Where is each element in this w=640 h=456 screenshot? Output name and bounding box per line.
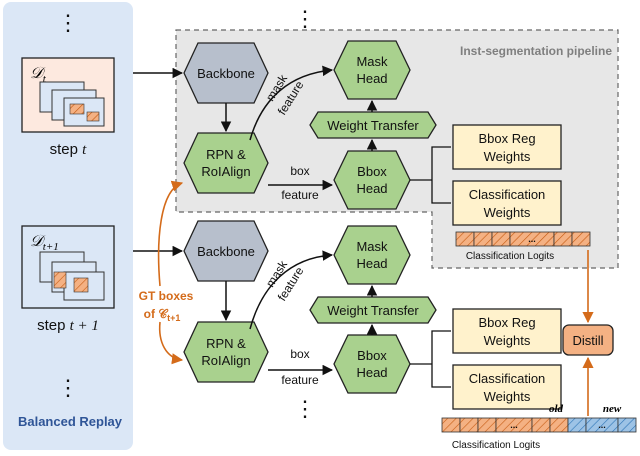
logits-old-label: old bbox=[549, 403, 564, 415]
logits-new-label: new bbox=[603, 403, 622, 415]
cls-weights-label1-top: Classification bbox=[469, 187, 546, 202]
logits-bar-top: ... bbox=[455, 231, 591, 247]
bbox-head-node-bottom bbox=[333, 334, 411, 394]
cls-weights-bottom bbox=[452, 364, 562, 410]
box-feature-label1-bottom: box bbox=[290, 347, 309, 361]
dataset-t1: 𝒟t+1 bbox=[21, 225, 115, 309]
replay-title: Balanced Replay bbox=[18, 414, 123, 429]
mask-head-node-bottom bbox=[333, 225, 411, 285]
distill-label: Distill bbox=[572, 333, 603, 348]
rpn-label2-bottom: RoIAlign bbox=[201, 353, 250, 368]
box-feature-label2-bottom: feature bbox=[281, 373, 319, 387]
dots-bottom-left: ⋮ bbox=[57, 375, 79, 400]
bbox-reg-label1-bottom: Bbox Reg bbox=[478, 315, 535, 330]
backbone-node-top bbox=[183, 42, 269, 104]
dots-top-pipeline: ⋮ bbox=[294, 6, 316, 31]
logits-ellipsis-new: ... bbox=[598, 420, 606, 430]
logits-bar-bottom: ... ... bbox=[441, 417, 637, 433]
dataset-t: 𝒟t bbox=[21, 57, 115, 133]
backbone-label-top: Backbone bbox=[197, 66, 255, 81]
gt-boxes-label2: of 𝒞t+1 bbox=[144, 307, 181, 323]
arrow-rpn-to-mask-top bbox=[249, 65, 334, 141]
bbox-reg-weights-bottom bbox=[452, 308, 562, 354]
dataset-t-symbol: 𝒟t bbox=[30, 65, 47, 85]
cls-weights-top bbox=[452, 180, 562, 226]
bbox-head-label2-top: Head bbox=[356, 181, 387, 196]
bbox-reg-label2-top: Weights bbox=[484, 149, 531, 164]
rpn-label1-top: RPN & bbox=[206, 147, 246, 162]
weight-transfer-label-top: Weight Transfer bbox=[327, 118, 419, 133]
cls-weights-label2-bottom: Weights bbox=[484, 389, 531, 404]
dataset-t1-symbol: 𝒟t+1 bbox=[30, 233, 59, 253]
bbox-reg-weights-top bbox=[452, 124, 562, 170]
rpn-node-bottom bbox=[183, 321, 269, 383]
weight-transfer-node-bottom bbox=[309, 296, 437, 324]
box-feature-label1-top: box bbox=[290, 164, 309, 178]
mask-head-label1-top: Mask bbox=[356, 54, 388, 69]
logits-label-top: Classification Logits bbox=[466, 251, 554, 262]
cls-weights-label2-top: Weights bbox=[484, 205, 531, 220]
bracket-bbox-to-weights-top bbox=[410, 146, 451, 204]
mask-head-node-top bbox=[333, 40, 411, 100]
bbox-head-node-top bbox=[333, 150, 411, 210]
mask-head-label2-top: Head bbox=[356, 71, 387, 86]
rpn-label2-top: RoIAlign bbox=[201, 164, 250, 179]
dots-top-left: ⋮ bbox=[57, 10, 79, 35]
rpn-node-top bbox=[183, 132, 269, 194]
backbone-label-bottom: Backbone bbox=[197, 244, 255, 259]
logits-ellipsis-top: ... bbox=[528, 234, 536, 244]
step-t-label: step t bbox=[50, 141, 88, 158]
weight-transfer-label-bottom: Weight Transfer bbox=[327, 303, 419, 318]
rpn-label1-bottom: RPN & bbox=[206, 336, 246, 351]
bbox-reg-label1-top: Bbox Reg bbox=[478, 131, 535, 146]
arrow-rpn-to-mask-bottom bbox=[249, 250, 334, 330]
mask-head-label2-bottom: Head bbox=[356, 256, 387, 271]
bbox-reg-label2-bottom: Weights bbox=[484, 333, 531, 348]
bbox-head-label2-bottom: Head bbox=[356, 365, 387, 380]
cls-weights-label1-bottom: Classification bbox=[469, 371, 546, 386]
dots-bottom-pipeline: ⋮ bbox=[294, 396, 316, 421]
bbox-head-label1-bottom: Bbox bbox=[357, 348, 387, 363]
gt-boxes-label1: GT boxes bbox=[139, 289, 194, 303]
box-feature-label2-top: feature bbox=[281, 188, 319, 202]
gt-arrow-bottom bbox=[158, 321, 184, 365]
pipeline-title: Inst-segmentation pipeline bbox=[460, 44, 612, 58]
logits-ellipsis-old: ... bbox=[510, 420, 518, 430]
step-t1-label: step t + 1 bbox=[37, 317, 99, 334]
backbone-node-bottom bbox=[183, 220, 269, 282]
bracket-bbox-to-weights-bottom bbox=[410, 330, 451, 388]
mask-head-label1-bottom: Mask bbox=[356, 239, 388, 254]
weight-transfer-node-top bbox=[309, 111, 437, 139]
logits-label-bottom: Classification Logits bbox=[452, 440, 540, 451]
distill-node bbox=[562, 324, 614, 356]
gt-arrow-top bbox=[157, 180, 184, 287]
bbox-head-label1-top: Bbox bbox=[357, 164, 387, 179]
